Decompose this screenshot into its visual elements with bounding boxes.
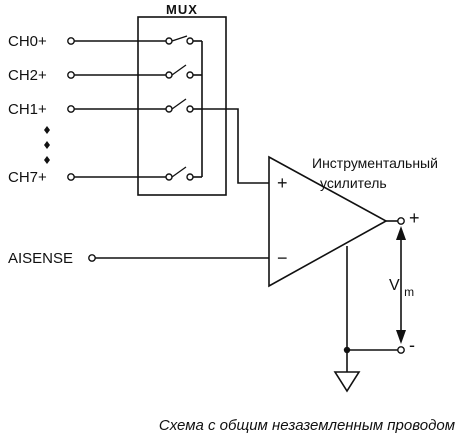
channel-label-ch7: CH7+ bbox=[8, 169, 47, 186]
channel-wire-ch7 bbox=[67, 166, 202, 181]
channel-ellipsis bbox=[44, 126, 50, 164]
channel-label-ch2: CH2+ bbox=[8, 67, 47, 84]
aisense-label: AISENSE bbox=[8, 250, 73, 267]
output-plus-terminal bbox=[397, 217, 405, 225]
diagram-caption: Схема с общим незаземленным проводом bbox=[159, 417, 455, 434]
channel-wire-ch0 bbox=[67, 35, 202, 45]
output-minus-label: - bbox=[409, 335, 415, 355]
vm-label-main: V bbox=[389, 277, 400, 294]
vm-voltage-arrow bbox=[396, 226, 406, 344]
instrumentation-amplifier bbox=[268, 155, 388, 288]
amp-minus-input: − bbox=[277, 248, 288, 268]
amplifier-title-line1: Инструментальный bbox=[312, 155, 438, 171]
aisense-terminal bbox=[88, 254, 96, 262]
output-plus-label: + bbox=[409, 208, 420, 228]
vm-label-sub: m bbox=[404, 285, 414, 299]
mux-to-amp-wire bbox=[202, 108, 269, 184]
output-minus-terminal bbox=[397, 346, 405, 354]
amplifier-title-line2: усилитель bbox=[320, 175, 387, 191]
channel-label-ch0: CH0+ bbox=[8, 33, 47, 50]
mux-box bbox=[137, 16, 227, 196]
mux-label: MUX bbox=[166, 2, 198, 17]
amp-plus-input: + bbox=[277, 173, 288, 193]
channel-wire-ch1 bbox=[67, 98, 202, 113]
ground-icon bbox=[333, 371, 361, 393]
vm-label: V m bbox=[389, 277, 414, 299]
channel-wire-ch2 bbox=[67, 64, 202, 79]
channel-label-ch1: CH1+ bbox=[8, 101, 47, 118]
